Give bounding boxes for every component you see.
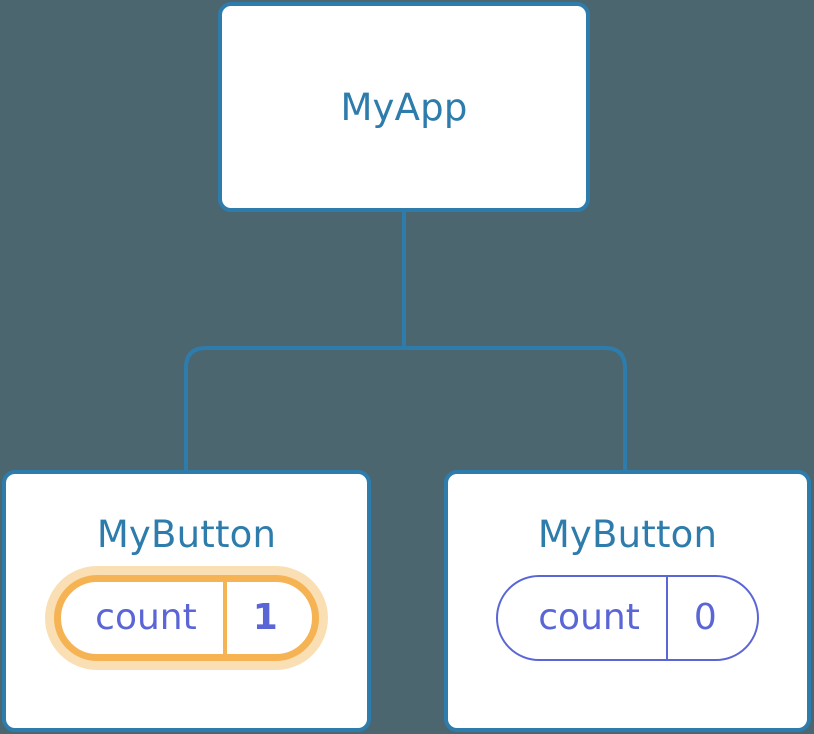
state-pill-area-1: count 0 xyxy=(448,575,807,661)
connector-child-bus xyxy=(184,346,627,472)
node-title-mybutton-0: MyButton xyxy=(96,513,277,556)
state-pill-1[interactable]: count 0 xyxy=(496,575,759,661)
node-title-wrap-1: MyButton xyxy=(538,516,717,553)
state-value-0: 1 xyxy=(252,597,278,638)
node-myapp[interactable]: MyApp xyxy=(218,2,590,212)
state-key-1: count xyxy=(538,597,640,638)
node-title-mybutton-1: MyButton xyxy=(537,513,718,556)
node-mybutton-0[interactable]: MyButton count 1 xyxy=(2,470,371,732)
state-pill-0[interactable]: count 1 xyxy=(54,575,319,661)
node-title-myapp: MyApp xyxy=(340,85,468,129)
node-title-wrap-0: MyButton xyxy=(97,516,276,553)
state-divider-1 xyxy=(665,577,668,659)
node-mybutton-1[interactable]: MyButton count 0 xyxy=(444,470,811,732)
state-divider-0 xyxy=(222,582,227,654)
state-key-0: count xyxy=(95,597,197,638)
state-value-1: 0 xyxy=(693,597,717,638)
state-pill-area-0: count 1 xyxy=(6,575,367,661)
